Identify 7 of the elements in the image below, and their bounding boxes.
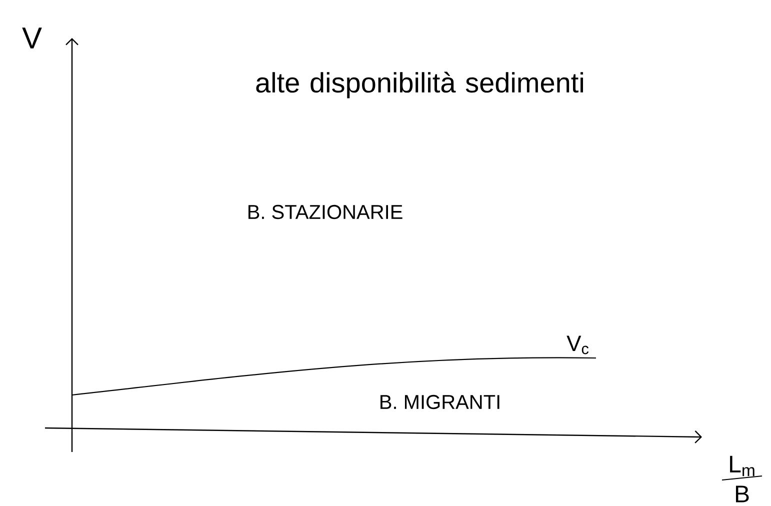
axis-label: L$_{m}$ bbox=[730, 456, 754, 476]
axis-label: V bbox=[22, 28, 42, 48]
axis-label: B bbox=[736, 486, 749, 502]
region-label: B. MIGRANTI bbox=[380, 394, 500, 410]
region-label: alte disponibilità sedimenti bbox=[256, 72, 583, 98]
curve-label: V$_{c}$ bbox=[566, 336, 589, 354]
region-label: B. STAZIONARIE bbox=[248, 204, 402, 220]
